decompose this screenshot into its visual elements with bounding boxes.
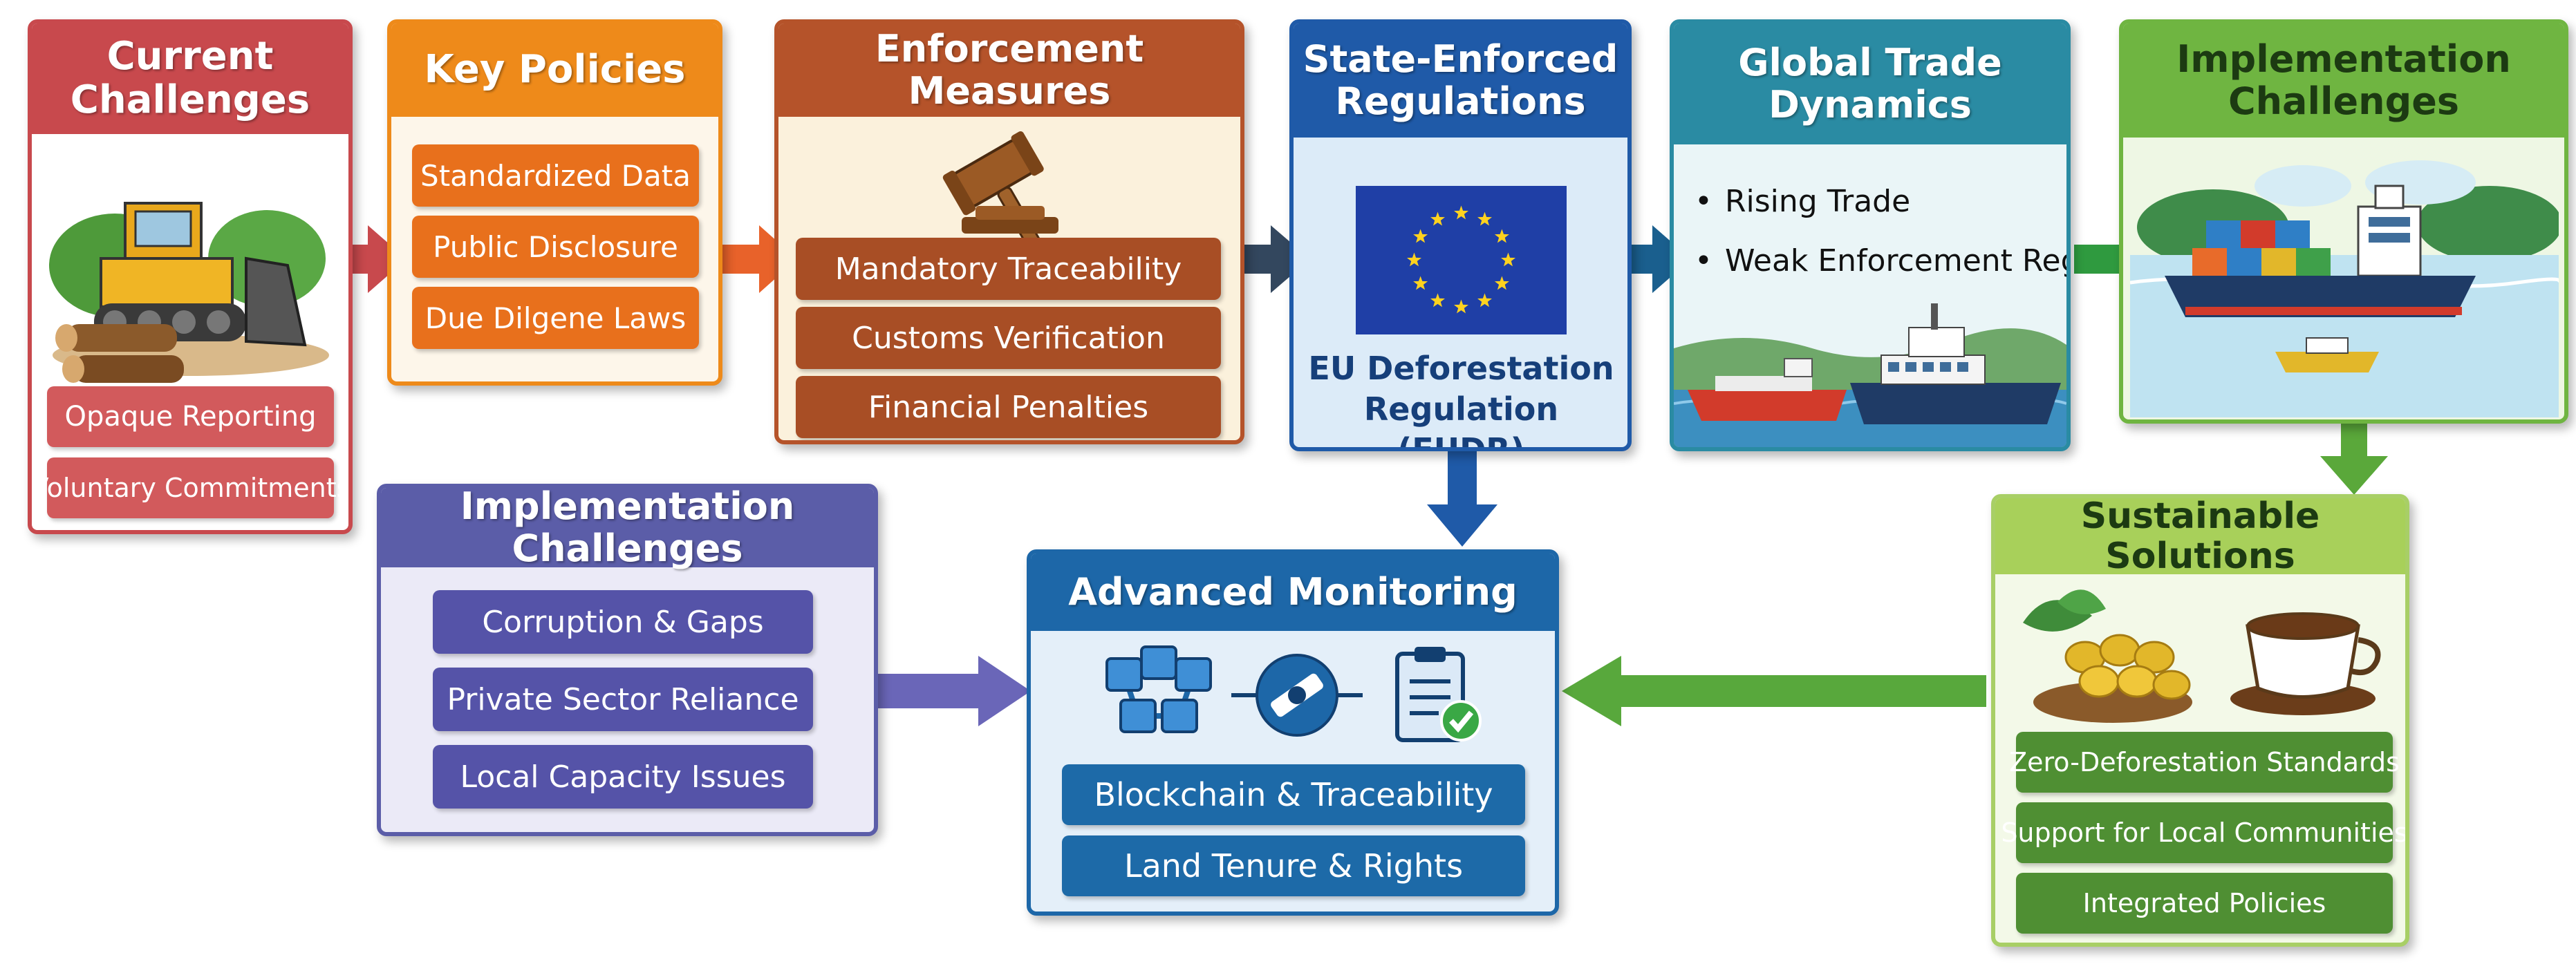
panel-enforcement-measures: Enforcement Measures Mandatory Traceabil…	[774, 19, 1244, 444]
arrow-implementation-to-solutions	[2320, 420, 2388, 495]
item-standardized-data: Standardized Data	[412, 144, 699, 207]
eu-star	[1494, 276, 1509, 290]
item-public-disclosure: Public Disclosure	[412, 216, 699, 278]
item-local-capacity-issues: Local Capacity Issues	[433, 745, 813, 809]
eu-star	[1413, 229, 1428, 243]
panel-key-policies: Key Policies Standardized Data Public Di…	[387, 19, 722, 386]
panel-title: Enforcement Measures	[778, 23, 1240, 117]
blockchain-icon	[1105, 645, 1212, 733]
item-voluntary-commitments: Voluntary Commitments	[32, 457, 348, 518]
panel-current-challenges: Current Challenges Opaque Reporting Volu…	[28, 19, 353, 534]
panel-implementation-challenges-top: Implementation Challenges	[2119, 19, 2568, 424]
item-corruption-gaps: Corruption & Gaps	[433, 590, 813, 654]
arrow-implementation-to-monitoring	[875, 656, 1031, 726]
panel-sustainable-solutions: Sustainable Solutions Zero-Deforestation…	[1991, 494, 2409, 947]
item-land-tenure-rights: Land Tenure & Rights	[1062, 835, 1525, 896]
panel-title: Global Trade Dynamics	[1674, 23, 2066, 144]
trade-bullets: Rising Trade Weak Enforcement Regions	[1695, 172, 2066, 291]
eu-star	[1501, 252, 1515, 267]
eudr-caption: EU Deforestation Regulation (EUDR)	[1308, 350, 1614, 451]
item-blockchain-traceability: Blockchain & Traceability	[1062, 764, 1525, 825]
item-opaque-reporting: Opaque Reporting	[47, 386, 334, 447]
bulldozer-icon	[49, 202, 329, 376]
arrow-regulations-to-monitoring	[1427, 448, 1497, 547]
panel-global-trade-dynamics: Global Trade Dynamics Rising Trade Weak …	[1670, 19, 2071, 451]
item-due-diligence-laws: Due Dilgene Laws	[412, 287, 699, 349]
item-zero-deforestation: Zero-Deforestation Standards	[2009, 732, 2400, 793]
arrow-enforcement-to-regulations	[1225, 225, 1310, 293]
arrow-challenges-to-policies	[325, 225, 407, 293]
eu-flag-icon	[1356, 186, 1567, 334]
panel-title: Implementation Challenges	[381, 488, 874, 569]
eu-star	[1494, 229, 1509, 243]
eu-star	[1430, 211, 1445, 226]
item-customs-verification: Customs Verification	[796, 307, 1221, 369]
coffee-beans-icon	[2023, 589, 2192, 723]
eu-star	[1454, 299, 1468, 314]
clipboard-check-icon	[1395, 647, 1482, 742]
arrow-solutions-to-monitoring	[1562, 656, 1986, 726]
item-integrated-policies: Integrated Policies	[2016, 873, 2393, 934]
panel-title: Advanced Monitoring	[1031, 554, 1555, 631]
panel-advanced-monitoring: Advanced Monitoring Blockchain & Traceab…	[1027, 549, 1559, 916]
panel-title: Implementation Challenges	[2123, 23, 2564, 138]
satellite-icon	[1231, 654, 1363, 737]
eu-star	[1454, 205, 1468, 220]
panel-title: Current Challenges	[32, 23, 348, 134]
panel-state-enforced-regulations: State-Enforced Regulations EU Deforestat…	[1289, 19, 1632, 451]
bullet-weak-enforcement: Weak Enforcement Regions	[1695, 232, 2066, 291]
container-ship-icon	[2130, 160, 2559, 417]
bullet-rising-trade: Rising Trade	[1695, 172, 2066, 232]
logs-icon	[55, 324, 184, 383]
eu-star	[1407, 252, 1421, 267]
coffee-cup-icon	[2230, 612, 2381, 715]
panel-title: State-Enforced Regulations	[1294, 23, 1627, 138]
panel-title: Key Policies	[391, 23, 718, 117]
item-support-local-communities: Support for Local Communities	[2001, 802, 2405, 863]
item-private-sector-reliance: Private Sector Reliance	[433, 668, 813, 731]
cargo-ship-icon	[1674, 303, 2066, 447]
eu-star	[1477, 211, 1492, 226]
item-mandatory-traceability: Mandatory Traceability	[796, 238, 1221, 300]
eu-star	[1413, 276, 1428, 290]
item-financial-penalties: Financial Penalties	[796, 376, 1221, 438]
panel-implementation-challenges-left: Implementation Challenges Corruption & G…	[377, 484, 878, 836]
eu-star	[1430, 293, 1445, 308]
eu-star	[1477, 293, 1492, 308]
gavel-icon	[942, 131, 1058, 241]
panel-title: Sustainable Solutions	[1995, 498, 2405, 576]
